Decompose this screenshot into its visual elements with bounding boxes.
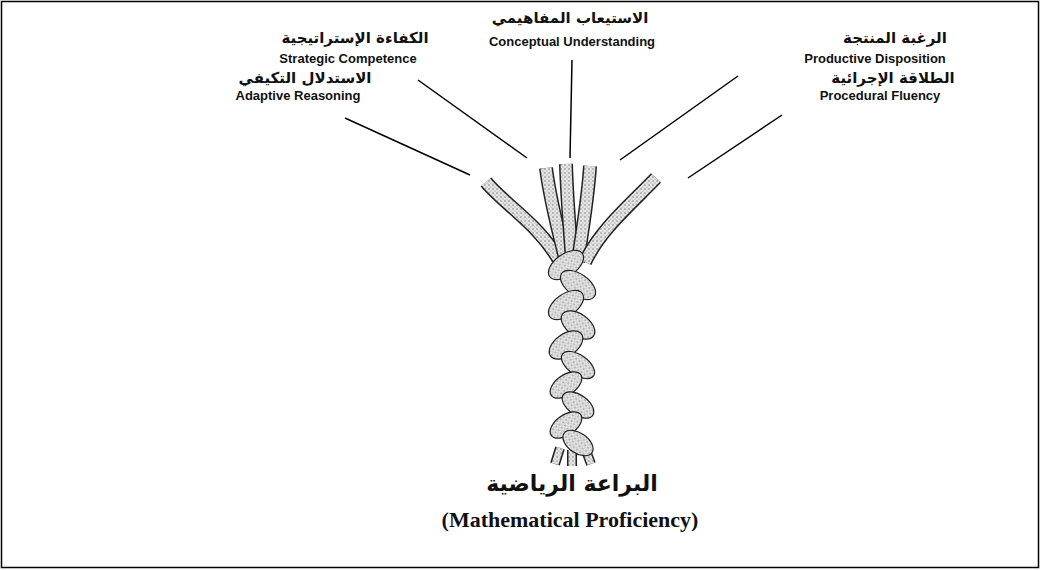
strand-label: Strategic Competence: [279, 52, 416, 66]
diagram-title: البراعة الرياضية: [486, 472, 658, 496]
strand-label: الطلاقة الإجرائية: [831, 70, 954, 87]
strand-label: Conceptual Understanding: [489, 35, 655, 49]
diagram-caption: (Mathematical Proficiency): [442, 508, 699, 532]
strand-label: الاستدلال التكيفي: [239, 70, 372, 87]
leader-line: [570, 60, 572, 158]
strand-label: الرغبة المنتجة: [843, 30, 947, 47]
leader-line: [345, 118, 470, 175]
rope-braid: [543, 245, 600, 461]
leader-line: [620, 76, 738, 160]
rope-strands: [486, 164, 656, 466]
strand-label: Adaptive Reasoning: [236, 89, 361, 103]
strand-label: الكفاءة الإستراتيجية: [281, 30, 428, 47]
leader-line: [688, 115, 782, 178]
strand-label: Procedural Fluency: [820, 89, 941, 103]
leader-lines: [345, 60, 782, 178]
strand-label: الاستيعاب المفاهيمي: [492, 10, 649, 27]
strand-label: Productive Disposition: [804, 52, 946, 66]
leader-line: [418, 80, 527, 158]
